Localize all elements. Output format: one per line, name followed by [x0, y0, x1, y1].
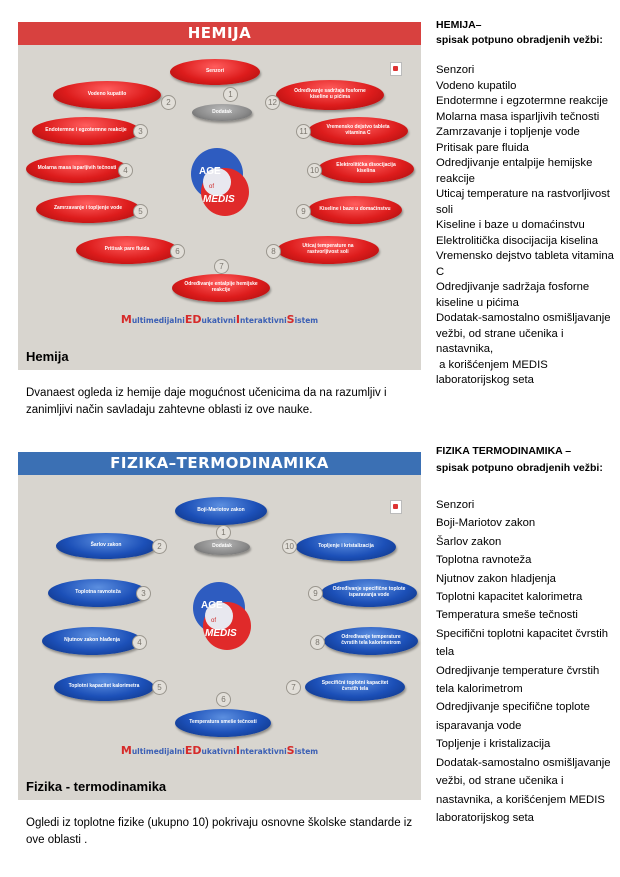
fizika-num-5: 5 — [152, 680, 167, 695]
list-item: Pritisak pare fluida — [436, 141, 529, 154]
list-item: Vodeno kupatilo — [436, 79, 517, 92]
list-item: Dodatak-samostalno osmišljavanje vežbi, … — [436, 756, 611, 824]
hemija-node-2[interactable]: Vodeno kupatilo — [53, 81, 161, 109]
pdf-icon[interactable] — [390, 500, 402, 514]
fizika-node-3[interactable]: Toplotna ravnoteža — [48, 579, 148, 607]
list-item: Specifični toplotni kapacitet čvrstih te… — [436, 627, 609, 659]
hemija-num-7: 7 — [214, 259, 229, 274]
list-item: Temperatura smeše tečnosti — [436, 609, 578, 622]
hemija-num-4: 4 — [118, 163, 133, 178]
list-item: Šarlov zakon — [436, 535, 502, 548]
logo-medis: MEDIS — [203, 194, 235, 205]
fizika-panel: FIZIKA–TERMODINAMIKA Boji-Mariotov zakon… — [18, 452, 421, 800]
list-item: Kiseline i baze u domaćinstvu — [436, 219, 585, 231]
fizika-num-1: 1 — [216, 525, 231, 540]
hemija-node-senzori[interactable]: Senzori — [170, 59, 260, 85]
list-item: Elektrolitička disocijacija kiselina — [436, 234, 598, 247]
list-item: Topljenje i kristalizacija — [436, 738, 551, 751]
fizika-node-7[interactable]: Specifični toplotni kapacitet čvrstih te… — [305, 673, 405, 701]
fizika-node-4[interactable]: Njutnov zakon hlađenja — [42, 627, 142, 655]
list-item: Toplotni kapacitet kalorimetra — [436, 591, 583, 604]
hemija-num-2: 2 — [161, 95, 176, 110]
list-item: Molarna masa isparljivih tečnosti — [436, 110, 600, 123]
fizika-num-2: 2 — [152, 539, 167, 554]
hemija-num-9: 9 — [296, 204, 311, 219]
fizika-node-1[interactable]: Boji-Mariotov zakon — [175, 497, 267, 525]
hemija-node-7[interactable]: Određivanje entalpije hemijske reakcije — [172, 274, 270, 302]
logo-of: of — [209, 184, 214, 190]
hemija-node-12[interactable]: Određivanje sadržaja fosforne kiseline u… — [276, 80, 384, 110]
logo-age: AGE — [199, 166, 221, 177]
fizika-num-10: 10 — [282, 539, 297, 554]
logo-medis: MEDIS — [205, 628, 237, 639]
hemija-node-8[interactable]: Uticaj temperature na rastvorljivost sol… — [277, 236, 379, 264]
hemija-node-4[interactable]: Molarna masa isparljivih tečnosti — [26, 155, 128, 183]
hemija-node-dodatak[interactable]: Dodatak — [192, 104, 252, 121]
fizika-num-7: 7 — [286, 680, 301, 695]
list-item: Uticaj temperature na rastvorljivost sol… — [436, 188, 610, 216]
fizika-num-4: 4 — [132, 635, 147, 650]
list-item: Odredjivanje temperature čvrstih tela ka… — [436, 664, 600, 696]
fizika-node-6[interactable]: Temperatura smeše tečnosti — [175, 709, 271, 737]
list-item: Dodatak-samostalno osmišljavanje vežbi, … — [436, 312, 611, 355]
list-item: Endotermne i egzotermne reakcije — [436, 95, 609, 107]
fizika-num-6: 6 — [216, 692, 231, 707]
logo-of: of — [211, 618, 216, 624]
fizika-node-2[interactable]: Šarlov zakon — [56, 533, 156, 559]
hemija-num-8: 8 — [266, 244, 281, 259]
medis-logo: AGE of MEDIS — [191, 148, 249, 216]
hemija-caption: Hemija — [26, 349, 69, 364]
hemija-num-12: 12 — [265, 95, 280, 110]
hemija-num-3: 3 — [133, 124, 148, 139]
fizika-side-list: FIZIKA TERMODINAMIKA – spisak potpuno ob… — [436, 443, 616, 827]
hemija-num-11: 11 — [296, 124, 311, 139]
fizika-node-9[interactable]: Određivanje specifične toplote isparavan… — [321, 579, 417, 607]
list-item: Odredjivanje entalpije hemijske reakcije — [436, 157, 593, 185]
logo-age: AGE — [201, 600, 223, 611]
hemija-banner: HEMIJA — [18, 22, 421, 45]
fizika-num-9: 9 — [308, 586, 323, 601]
hemija-node-10[interactable]: Elektrolitička disocijacija kiselina — [318, 155, 414, 183]
hemija-panel: HEMIJA Senzori 1 Dodatak Vodeno kupatilo… — [18, 22, 421, 370]
hemija-node-6[interactable]: Pritisak pare fluida — [76, 236, 178, 264]
fizika-num-3: 3 — [136, 586, 151, 601]
hemija-description: Dvanaest ogleda iz hemije daje mogućnost… — [26, 387, 387, 416]
fizika-side-subtitle: spisak potpuno obradjenih vežbi: — [436, 462, 603, 474]
list-item: Odredjivanje sadržaja fosforne kiseline … — [436, 281, 590, 309]
fizika-node-5[interactable]: Toplotni kapacitet kalorimetra — [54, 673, 154, 701]
list-item: Zamrzavanje i topljenje vode — [436, 126, 580, 138]
pdf-icon[interactable] — [390, 62, 402, 76]
list-item: Senzori — [436, 499, 475, 511]
list-item: a korišćenjem MEDIS laboratorijskog seta — [436, 358, 551, 387]
fizika-node-10[interactable]: Topljenje i kristalizacija — [296, 533, 396, 561]
hemija-num-1: 1 — [223, 87, 238, 102]
hemija-node-3[interactable]: Endotermne i egzotermne reakcije — [32, 117, 140, 145]
fizika-side-title: FIZIKA TERMODINAMIKA – — [436, 445, 572, 457]
hemija-node-9[interactable]: Kiseline i baze u domaćinstvu — [308, 196, 402, 224]
list-item: Senzori — [436, 64, 475, 76]
fizika-node-dodatak[interactable]: Dodatak — [194, 539, 250, 555]
hemija-num-5: 5 — [133, 204, 148, 219]
hemija-num-6: 6 — [170, 244, 185, 259]
brand-tagline: MultimedijalniEDukativniInteraktivniSist… — [120, 744, 319, 757]
list-item: Odredjivanje specifične toplote isparava… — [436, 701, 590, 732]
fizika-node-8[interactable]: Određivanje temperature čvrstih tela kal… — [324, 627, 418, 655]
fizika-caption: Fizika - termodinamika — [26, 779, 167, 794]
fizika-description: Ogledi iz toplotne fizike (ukupno 10) po… — [26, 817, 413, 846]
hemija-side-subtitle: spisak potpuno obradjenih vežbi: — [436, 34, 603, 46]
list-item: Toplotna ravnoteža — [436, 554, 532, 567]
medis-logo: AGE of MEDIS — [193, 582, 251, 650]
brand-tagline: MultimedijalniEDukativniInteraktivniSist… — [120, 313, 319, 326]
hemija-node-5[interactable]: Zamrzavanje i topljenje vode — [36, 195, 140, 223]
list-item: Vremensko dejstvo tableta vitamina C — [436, 250, 614, 278]
fizika-num-8: 8 — [310, 635, 325, 650]
list-item: Njutnov zakon hladjenja — [436, 572, 556, 585]
hemija-node-11[interactable]: Vremensko dejstvo tableta vitamina C — [308, 117, 408, 145]
fizika-banner: FIZIKA–TERMODINAMIKA — [18, 452, 421, 475]
hemija-num-10: 10 — [307, 163, 322, 178]
list-item: Boji-Mariotov zakon — [436, 517, 536, 530]
hemija-side-title: HEMIJA– — [436, 19, 482, 31]
hemija-side-list: HEMIJA– spisak potpuno obradjenih vežbi:… — [436, 18, 616, 389]
